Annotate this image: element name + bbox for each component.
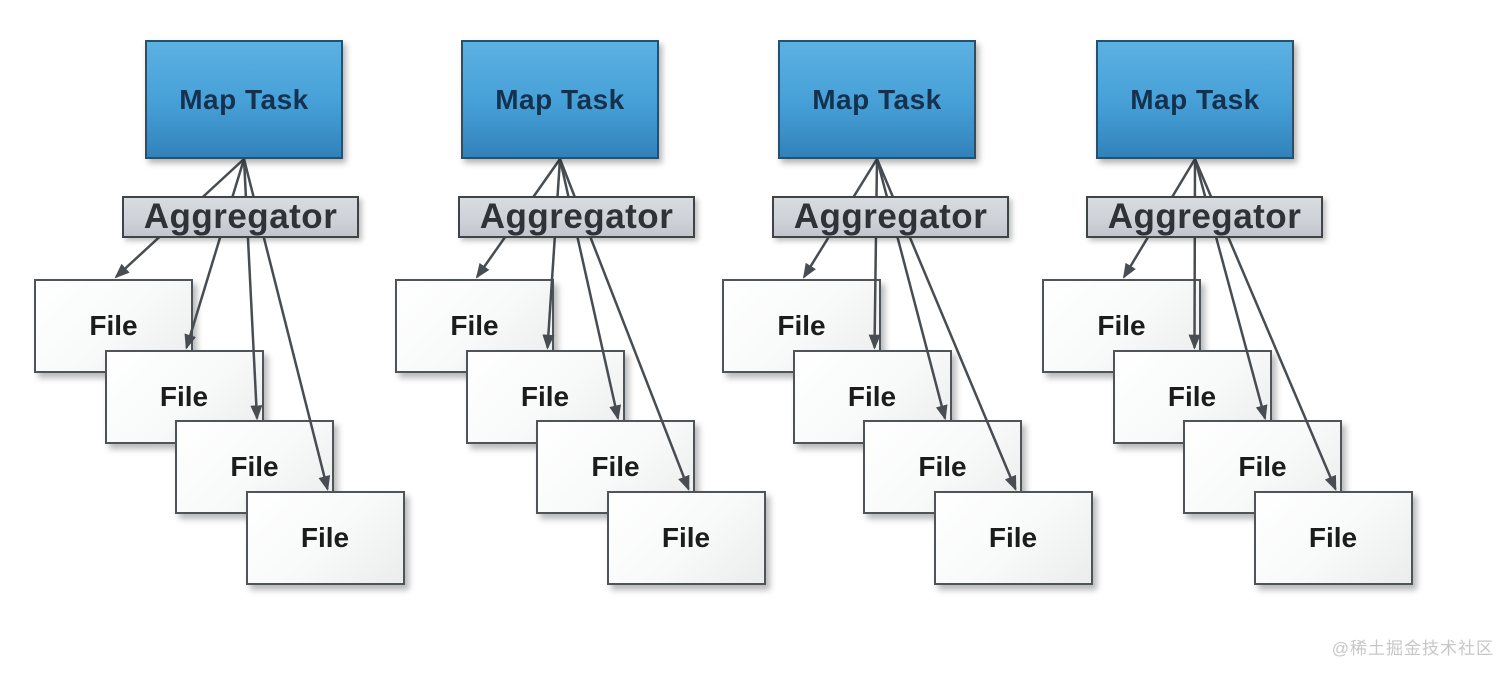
file-node: File [792, 349, 952, 444]
aggregator-node: Aggregator [772, 196, 1009, 238]
arrow-map-to-file [542, 158, 562, 350]
file-node: File [1042, 279, 1201, 373]
arrow-map-to-file [875, 158, 948, 421]
arrow-map-to-file [1193, 158, 1268, 421]
map-task-node-label: Map Task [812, 83, 942, 115]
file-node-label: File [230, 451, 279, 483]
file-node-label: File [1238, 451, 1287, 483]
file-node: File [245, 491, 405, 586]
aggregator-node: Aggregator [1086, 196, 1323, 238]
file-node-label: File [661, 522, 711, 554]
file-node-label: File [1097, 310, 1146, 341]
arrow-map-to-file [1188, 158, 1201, 350]
file-node-label: File [159, 380, 209, 412]
file-node-label: File [1308, 522, 1358, 554]
file-node: File [395, 279, 554, 373]
aggregator-node: Aggregator [458, 196, 695, 238]
file-node-label: File [777, 310, 826, 341]
map-task-node: Map Task [461, 40, 659, 159]
file-node: File [722, 279, 881, 373]
map-task-node: Map Task [778, 40, 976, 159]
file-node: File [1253, 491, 1413, 586]
map-task-node-label: Map Task [495, 83, 625, 115]
file-node: File [1183, 420, 1342, 515]
arrow-map-to-file [558, 158, 690, 491]
arrow-map-to-file [114, 158, 245, 279]
aggregator-node-label: Aggregator [793, 197, 988, 236]
map-task-node: Map Task [145, 40, 343, 159]
map-task-node-label: Map Task [179, 83, 309, 115]
arrow-map-to-file [875, 158, 1017, 491]
file-node-label: File [89, 310, 138, 341]
file-node: File [175, 420, 334, 515]
arrow-map-to-file [475, 158, 562, 279]
aggregator-node-label: Aggregator [1107, 197, 1302, 236]
arrow-map-to-file [1193, 158, 1337, 491]
aggregator-node-label: Aggregator [143, 197, 338, 236]
map-task-node-label: Map Task [1130, 83, 1260, 115]
file-node: File [34, 279, 193, 373]
file-node: File [104, 349, 264, 444]
file-node-label: File [988, 522, 1038, 554]
file-node: File [606, 491, 766, 586]
file-node: File [465, 349, 625, 444]
aggregator-node-label: Aggregator [479, 197, 674, 236]
arrow-map-to-file [558, 158, 622, 421]
file-node: File [1112, 349, 1272, 444]
file-node-label: File [450, 310, 499, 341]
file-node: File [536, 420, 695, 515]
file-node-label: File [847, 380, 897, 412]
arrow-map-to-file [242, 158, 263, 421]
file-node-label: File [520, 380, 570, 412]
file-node-label: File [918, 451, 967, 483]
aggregator-node: Aggregator [122, 196, 359, 238]
arrow-map-to-file [802, 158, 879, 279]
file-node-label: File [1167, 380, 1217, 412]
file-node-label: File [300, 522, 350, 554]
arrow-map-to-file [868, 158, 881, 350]
arrow-map-to-file [1122, 158, 1197, 279]
arrow-map-to-file [184, 158, 246, 350]
arrow-map-to-file [242, 158, 331, 492]
map-task-node: Map Task [1096, 40, 1294, 159]
file-node: File [933, 491, 1093, 586]
watermark: @稀土掘金技术社区 [1331, 639, 1494, 658]
file-node-label: File [591, 451, 640, 483]
file-node: File [863, 420, 1022, 515]
